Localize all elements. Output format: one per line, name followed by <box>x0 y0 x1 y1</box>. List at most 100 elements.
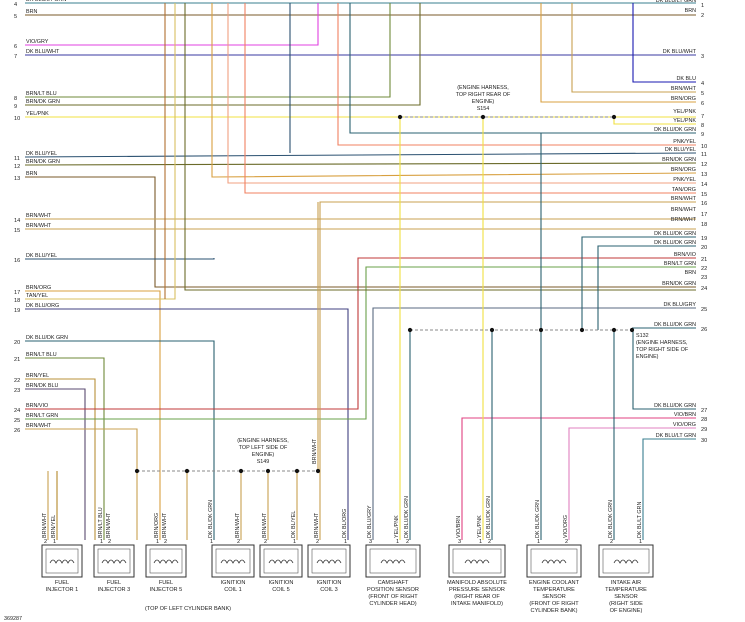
pin-wire-label: BRN/WHT <box>42 512 48 538</box>
left-wire-label: BRN/LT BLU <box>26 352 57 358</box>
left-wire-number: 8 <box>14 96 17 102</box>
pin-wire-label: BRN/ORG <box>154 513 160 538</box>
left-wire-label: DK BLU/ORG <box>26 303 59 309</box>
right-wire-label: YEL/PNK <box>673 109 696 115</box>
component-symbol-icon <box>541 559 567 564</box>
trunk-i <box>540 3 696 103</box>
right-wire-number: 29 <box>701 427 707 433</box>
component-symbol-icon <box>153 559 179 564</box>
component-body <box>259 544 303 578</box>
wire-brn-wht-26 <box>25 428 138 471</box>
right-wire-label: DK BLU/DK GRN <box>654 127 696 133</box>
pin-wire-label: VIO/BRN <box>456 516 462 538</box>
splice-note: ENGINE) <box>252 452 275 458</box>
left-wire-number: 18 <box>14 298 20 304</box>
wire-brn-org-17 <box>25 290 161 540</box>
right-wire-label: BRN <box>685 270 696 276</box>
component-caption: INJECTOR 3 <box>98 587 131 593</box>
component-inner <box>97 548 131 574</box>
drop-iat-1 <box>642 438 696 540</box>
right-wire-label: PNK/YEL <box>673 139 696 145</box>
left-wire-label: VIO/GRY <box>26 39 49 45</box>
component-inner <box>215 548 251 574</box>
component-caption: MANIFOLD ABSOLUTE <box>447 580 507 586</box>
pin-number: 1 <box>479 539 482 545</box>
left-wire-label: YEL/PNK <box>26 111 49 117</box>
left-wire-number: 21 <box>14 357 20 363</box>
pin-wire-label: BRN/YEL <box>51 515 57 538</box>
wire-dk-blu-org-19 <box>25 308 349 540</box>
pin-wire-label: DK BL/DK GRN <box>535 500 541 538</box>
component-inner <box>45 548 79 574</box>
left-wire-label: BRN/DK BLU <box>26 383 58 389</box>
splice-note: S154 <box>477 106 490 112</box>
right-wire-number: 4 <box>701 81 704 87</box>
right-wire-number: 12 <box>701 162 707 168</box>
component-symbol-icon <box>613 559 639 564</box>
right-wire-label: BRN/DK GRN <box>662 157 696 163</box>
right-wire-label: YEL/PNK <box>673 118 696 124</box>
splice-dot <box>397 114 403 120</box>
left-wire-label: BRN/VIO <box>26 403 48 409</box>
splice-dot <box>134 468 140 474</box>
pin-number: 1 <box>53 539 56 545</box>
right-wire-number: 25 <box>701 307 707 313</box>
splice-note: (ENGINE HARNESS, <box>636 340 688 346</box>
splice-note: ENGINE) <box>636 354 659 360</box>
drop-cam-3 <box>372 307 696 540</box>
component-caption: CYLINDER BANK) <box>531 608 578 614</box>
drop-27 <box>632 330 696 410</box>
pin-number: 2 <box>264 539 267 545</box>
splice-note: S132 <box>636 333 649 339</box>
right-wire-number: 23 <box>701 275 707 281</box>
left-wire-label: BRN/WHT <box>26 223 52 229</box>
component-body <box>365 544 421 578</box>
pin-number: 2 <box>44 539 47 545</box>
left-wire-number: 19 <box>14 308 20 314</box>
wire-brn-yel-22 <box>25 378 96 540</box>
pin-wire-label: BRN/WHT <box>262 512 268 538</box>
splice-dot <box>480 114 486 120</box>
trunk-h <box>349 3 696 134</box>
wire-yel-pnk-8 <box>613 117 696 125</box>
component-symbol-icon <box>316 559 342 564</box>
drop-ect-2 <box>568 427 696 540</box>
right-wire-label: DK BLU/LT GRN <box>656 0 696 4</box>
left-wire-label: BRN/WHT <box>26 423 52 429</box>
splice-dot <box>294 468 300 474</box>
component-symbol-icon <box>380 559 406 564</box>
component-caption: FUEL <box>159 580 173 586</box>
left-wire-number: 11 <box>14 156 20 162</box>
right-wire-label: BRN/ORG <box>671 96 696 102</box>
right-wire-label: DK BLU/GRY <box>663 302 696 308</box>
left-wire-number: 16 <box>14 258 20 264</box>
component-caption: TEMPERATURE <box>605 587 647 593</box>
splice-dot <box>407 327 413 333</box>
left-wire-number: 12 <box>14 164 20 170</box>
component-symbol-icon <box>464 559 490 564</box>
pin-number: 1 <box>293 539 296 545</box>
component-caption: OF ENGINE) <box>610 608 643 614</box>
right-wire-label: BRN/LT GRN <box>664 261 696 267</box>
wire-vio-gry <box>25 3 319 46</box>
drop-20 <box>597 245 696 330</box>
component-caption: COIL 3 <box>320 587 338 593</box>
component-caption: (FRONT OF RIGHT <box>529 601 579 607</box>
pin-wire-label: DK BL/ORG <box>342 509 348 538</box>
right-wire-label: DK BLU <box>677 76 697 82</box>
left-wire-label: BRN <box>26 9 37 15</box>
component-symbol-icon <box>220 559 246 564</box>
wire-brn-dk-grn-12 <box>24 162 697 166</box>
